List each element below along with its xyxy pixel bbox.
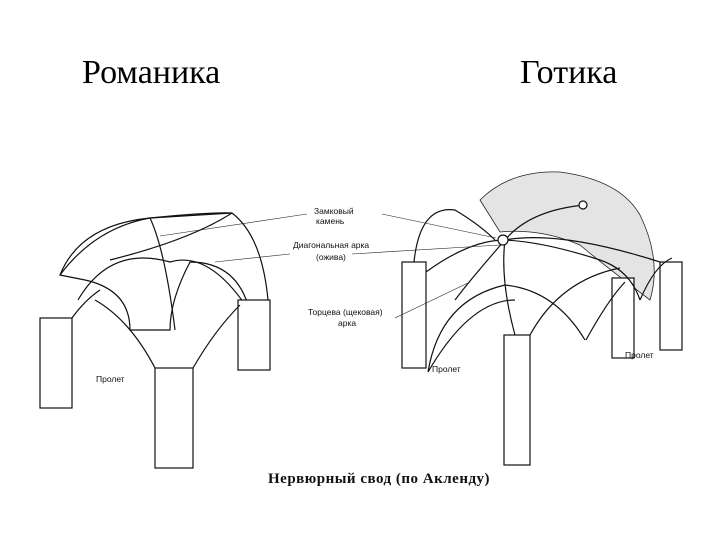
diagonal-arch-label-line1: Диагональная арка [293,240,369,250]
transverse-arch-label-line1: Торцева (щековая) [308,307,383,317]
gothic-vault [401,171,683,466]
gothic-heading: Готика [520,54,618,91]
transverse-arch-label-line2: арка [338,318,356,328]
keystone-label-line2: камень [316,216,345,226]
span-label-middle: Пролет [432,364,461,374]
span-label-left: Пролет [96,374,125,384]
diagram-caption: Нервюрный свод (по Акленду) [268,471,490,487]
leader-lines [159,213,501,319]
romanesque-vault [39,212,271,469]
diagonal-arch-label-line2: (ожива) [316,252,346,262]
romanesque-heading: Романика [82,54,221,91]
span-label-right: Пролет [625,350,654,360]
keystone-label-line1: Замковый [314,206,354,216]
